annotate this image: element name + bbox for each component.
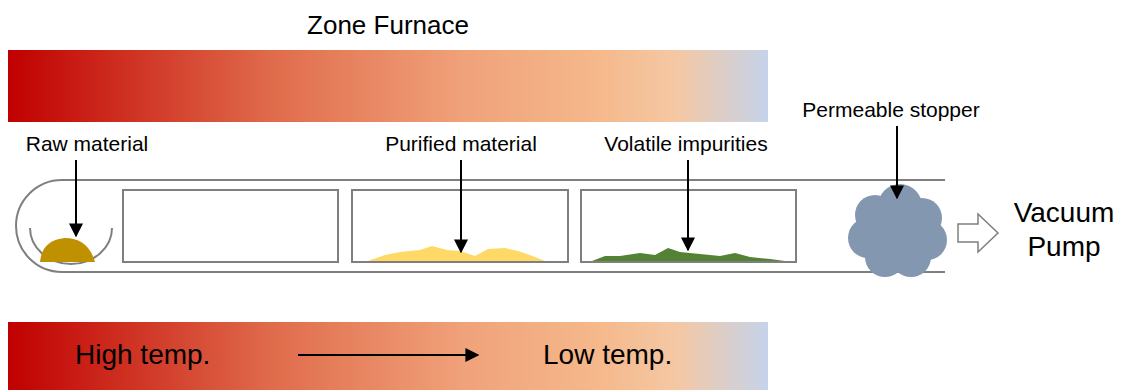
temperature-label: High temp. [75, 338, 210, 372]
raw-material [40, 238, 95, 262]
leader-arrow [687, 160, 689, 250]
material-label: Purified material [385, 131, 537, 156]
furnace-title: Zone Furnace [307, 10, 469, 41]
leader-arrow [75, 160, 77, 236]
boat [123, 190, 338, 262]
temperature-arrow [298, 354, 478, 356]
furnace-band [8, 50, 768, 122]
temperature-band [8, 322, 768, 390]
leader-arrow [896, 126, 898, 198]
material-label: Raw material [26, 131, 149, 156]
tube [16, 180, 945, 272]
leader-arrow [460, 160, 462, 252]
material-label: Volatile impurities [604, 131, 767, 156]
flow-arrow [958, 214, 998, 252]
temperature-label: Low temp. [543, 338, 672, 372]
temperature-band: High temp. Low temp. [8, 322, 768, 390]
crucible [30, 228, 112, 264]
pump-label: Vacuum Pump [1000, 196, 1128, 263]
furnace-band: Zone Furnace [8, 50, 768, 122]
part-label: Permeable stopper [802, 97, 979, 122]
purified-material [368, 246, 545, 261]
